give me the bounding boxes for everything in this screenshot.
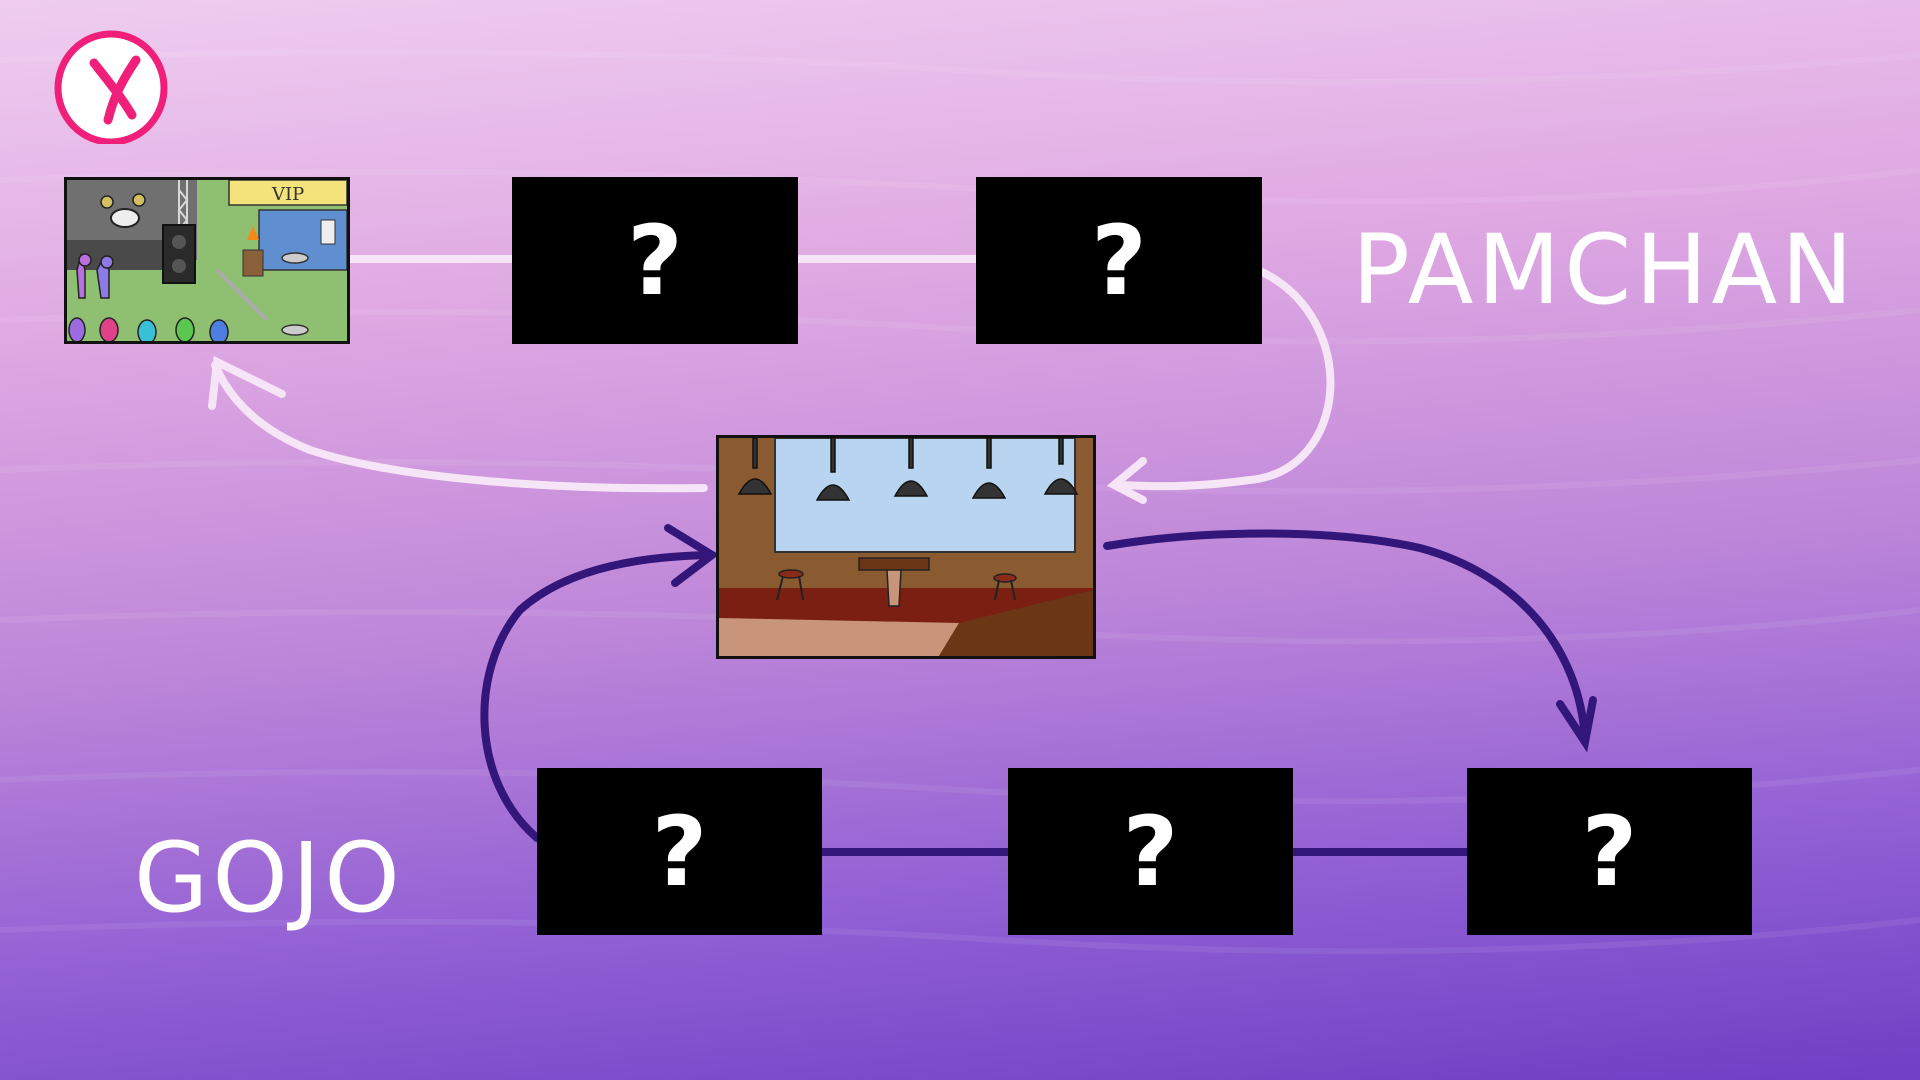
down-arrowhead-right xyxy=(1556,696,1597,753)
locked-scene-qmark: ? xyxy=(1091,204,1147,317)
top-branch-path xyxy=(208,255,1335,504)
scene-thumbnail-concert[interactable]: VIP xyxy=(64,177,350,344)
locked-scene-frame[interactable]: ? xyxy=(1467,768,1752,935)
branch-label-top: PAMCHAN xyxy=(1352,214,1857,326)
loop-arrow-right xyxy=(1116,268,1335,491)
return-arrow-left xyxy=(211,361,708,493)
locked-scene-qmark: ? xyxy=(651,795,708,908)
locked-scene-qmark: ? xyxy=(1581,795,1638,908)
down-arrow-right xyxy=(1103,529,1589,744)
bottom-branch-path xyxy=(480,524,1597,856)
close-icon xyxy=(54,30,168,146)
loop-arrowhead-left xyxy=(664,524,720,587)
locked-scene-qmark: ? xyxy=(627,204,683,317)
concert-scene-art: VIP xyxy=(67,180,347,341)
locked-scene-qmark: ? xyxy=(1122,795,1179,908)
locked-scene-frame[interactable]: ? xyxy=(537,768,822,935)
loop-arrow-left xyxy=(480,551,716,842)
close-button[interactable] xyxy=(54,30,168,146)
branch-label-bottom: GOJO xyxy=(134,822,404,934)
bar-scene-art xyxy=(719,438,1093,656)
locked-scene-frame[interactable]: ? xyxy=(1008,768,1293,935)
return-arrowhead-left xyxy=(208,355,286,410)
vip-sign: VIP xyxy=(271,184,304,205)
locked-scene-frame[interactable]: ? xyxy=(512,177,798,344)
loop-arrowhead-right xyxy=(1106,457,1147,504)
scene-thumbnail-bar[interactable] xyxy=(716,435,1096,659)
locked-scene-frame[interactable]: ? xyxy=(976,177,1262,344)
